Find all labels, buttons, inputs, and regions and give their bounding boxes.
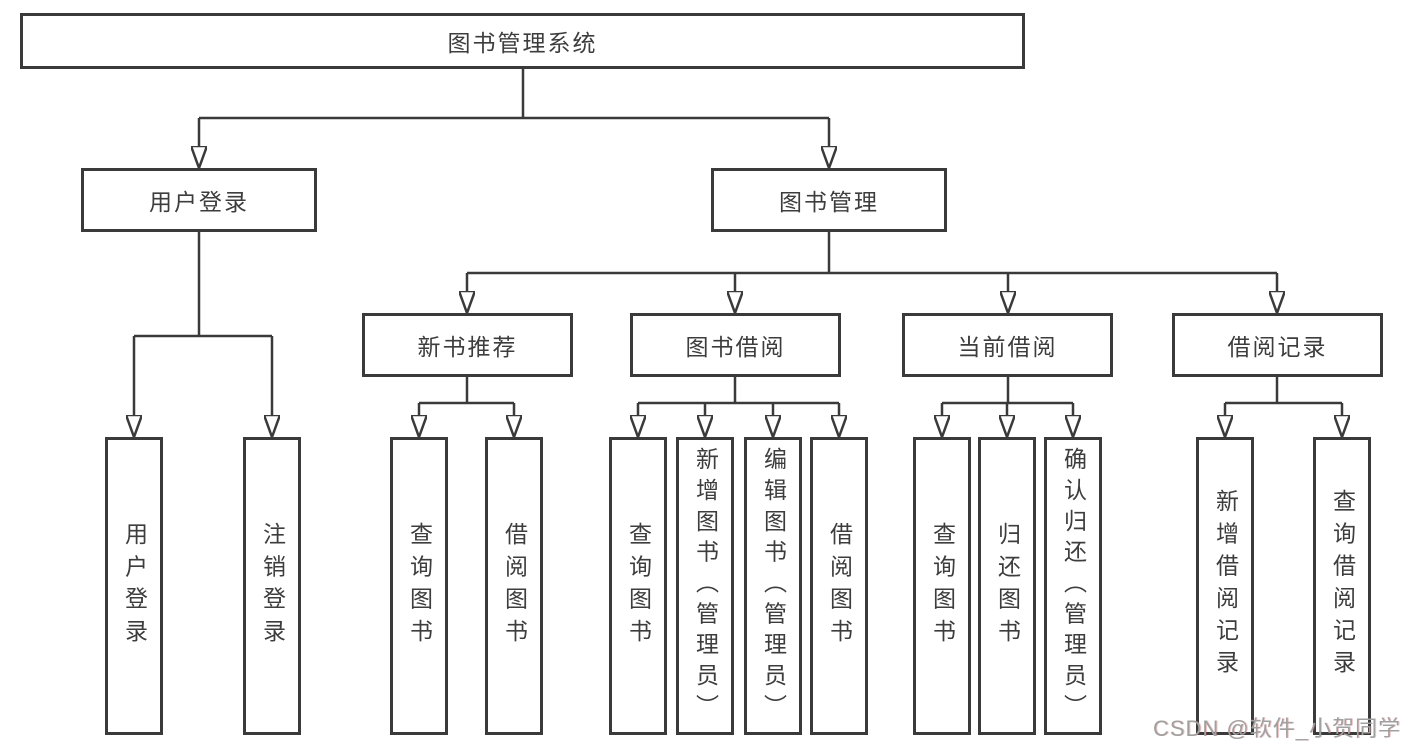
node-user-login-label: 用户登录 <box>149 189 249 215</box>
leaf-query-books-2-label: 查询图书 <box>625 521 652 651</box>
leaf-logout: 注销登录 <box>243 437 301 735</box>
leaf-borrow-books: 借阅图书 <box>485 437 543 735</box>
node-user-login: 用户登录 <box>81 168 317 232</box>
leaf-query-books-2: 查询图书 <box>609 437 667 735</box>
leaf-borrow-books-2: 借阅图书 <box>810 437 868 735</box>
leaf-add-borrow-record: 新增借阅记录 <box>1196 437 1254 735</box>
leaf-return-books: 归还图书 <box>978 437 1036 735</box>
node-new-book-recommend: 新书推荐 <box>362 313 573 377</box>
node-root-label: 图书管理系统 <box>447 30 598 56</box>
leaf-borrow-books-label: 借阅图书 <box>501 521 528 651</box>
leaf-edit-books-admin: 编辑图书（管理员） <box>744 437 802 735</box>
leaf-query-books: 查询图书 <box>390 437 448 735</box>
leaf-query-borrow-record: 查询借阅记录 <box>1313 437 1371 735</box>
node-book-management: 图书管理 <box>711 168 947 232</box>
leaf-query-books-3: 查询图书 <box>913 437 971 735</box>
leaf-add-borrow-record-label: 新增借阅记录 <box>1212 489 1239 683</box>
csdn-watermark: CSDN @软件_小贺同学 <box>1152 716 1401 741</box>
node-current-borrow-label: 当前借阅 <box>957 334 1058 360</box>
node-borrow-records: 借阅记录 <box>1172 313 1383 377</box>
node-book-borrow: 图书借阅 <box>630 313 841 377</box>
leaf-add-books-admin: 新增图书（管理员） <box>676 437 734 735</box>
leaf-query-borrow-record-label: 查询借阅记录 <box>1329 489 1356 683</box>
leaf-user-login: 用户登录 <box>105 437 163 735</box>
leaf-add-books-admin-label: 新增图书（管理员） <box>692 447 719 725</box>
leaf-user-login-label: 用户登录 <box>121 521 148 651</box>
leaf-return-books-label: 归还图书 <box>994 521 1021 651</box>
node-new-book-recommend-label: 新书推荐 <box>417 334 518 360</box>
leaf-confirm-return-admin-label: 确认归还（管理员） <box>1060 447 1087 725</box>
leaf-query-books-label: 查询图书 <box>406 521 433 651</box>
node-root: 图书管理系统 <box>20 13 1025 69</box>
leaf-logout-label: 注销登录 <box>259 521 286 651</box>
leaf-query-books-3-label: 查询图书 <box>929 521 956 651</box>
leaf-confirm-return-admin: 确认归还（管理员） <box>1044 437 1102 735</box>
node-borrow-records-label: 借阅记录 <box>1227 334 1328 360</box>
leaf-borrow-books-2-label: 借阅图书 <box>826 521 853 651</box>
node-book-borrow-label: 图书借阅 <box>685 334 786 360</box>
node-book-management-label: 图书管理 <box>779 189 879 215</box>
node-current-borrow: 当前借阅 <box>902 313 1113 377</box>
leaf-edit-books-admin-label: 编辑图书（管理员） <box>760 447 787 725</box>
